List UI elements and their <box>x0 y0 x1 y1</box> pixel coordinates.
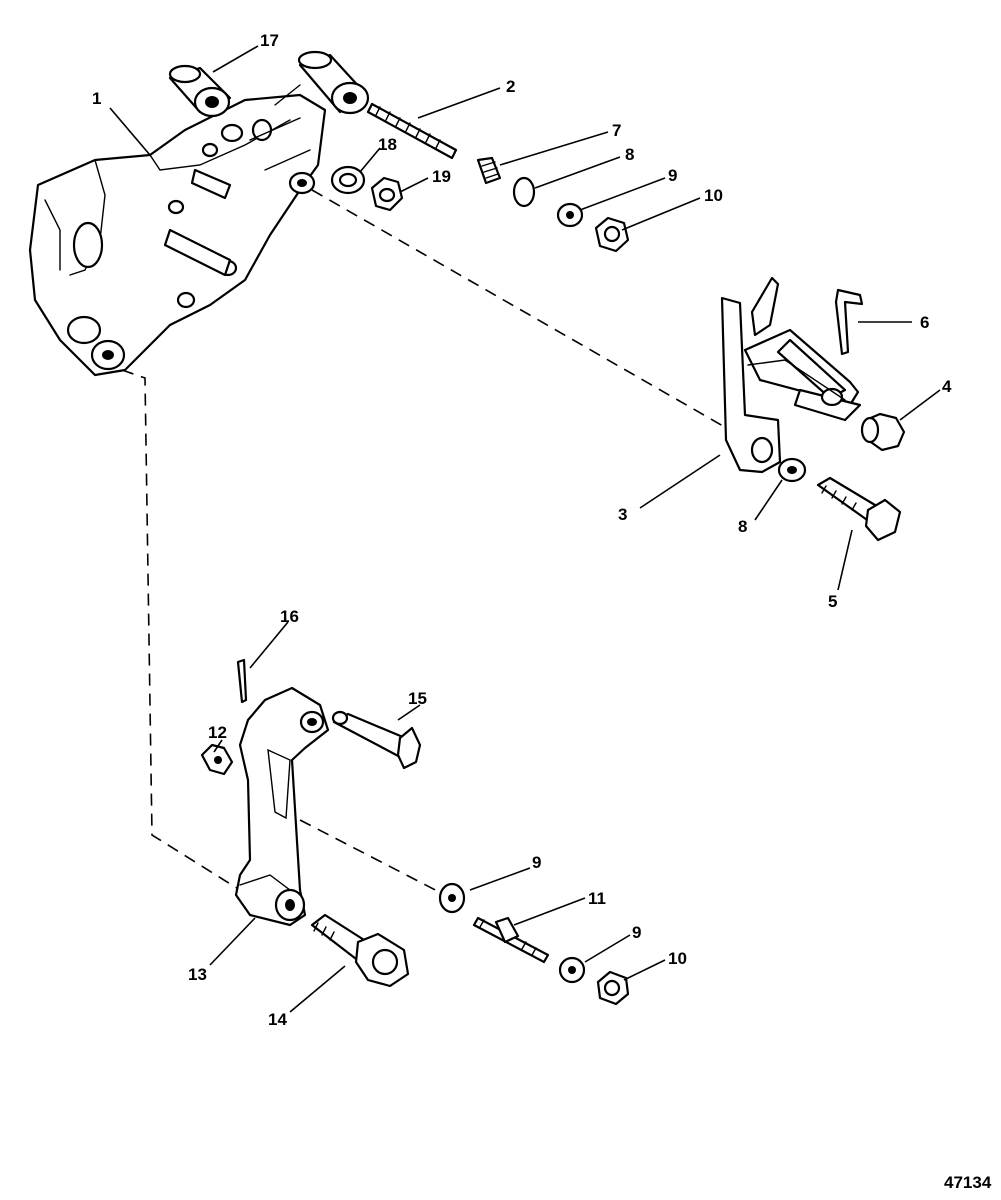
callout-8-upper: 8 <box>625 145 634 164</box>
part-8-washer-upper <box>512 176 536 208</box>
callout-7: 7 <box>612 121 621 140</box>
part-9-lockwasher-upper <box>556 202 584 228</box>
callout-labels: 1 17 2 7 8 9 10 18 19 6 4 3 8 5 16 12 15… <box>92 31 952 1029</box>
part-3-shift-lever <box>720 276 862 474</box>
part-19-nut <box>370 176 404 212</box>
part-6-cotter-pin <box>834 288 864 356</box>
callout-6: 6 <box>920 313 929 332</box>
part-9-lockwasher-lower <box>558 956 586 984</box>
callout-1: 1 <box>92 89 101 108</box>
callout-15: 15 <box>408 689 427 708</box>
part-18-washer <box>330 165 366 195</box>
assembly-line-bracket-to-link <box>121 369 241 891</box>
callout-8-lower: 8 <box>738 517 747 536</box>
callout-5: 5 <box>828 592 837 611</box>
callout-12: 12 <box>208 723 227 742</box>
assembly-line-bracket-to-lever <box>311 189 731 431</box>
callout-11: 11 <box>588 889 606 908</box>
callout-19: 19 <box>432 167 451 186</box>
part-sleeve <box>297 50 370 115</box>
callout-4: 4 <box>942 377 952 396</box>
callout-17: 17 <box>260 31 279 50</box>
callout-3: 3 <box>618 505 627 524</box>
part-12-clip <box>200 743 234 776</box>
assembly-lines <box>121 189 731 896</box>
part-2-stud <box>366 102 458 160</box>
callout-10-lower: 10 <box>668 949 687 968</box>
part-7-spring <box>476 156 502 185</box>
part-4-knob <box>860 412 906 452</box>
part-11-stud <box>472 916 550 964</box>
part-5-bolt <box>816 476 902 542</box>
part-17-bushing <box>168 64 232 118</box>
part-8-washer-lower <box>777 457 807 483</box>
part-9-washer-middle <box>438 882 466 914</box>
part-10-nut-lower <box>596 970 630 1006</box>
diagram-reference-number: 47134 <box>944 1173 992 1192</box>
part-10-nut-upper <box>594 216 630 253</box>
part-1-mounting-bracket <box>28 84 327 377</box>
part-13-link-arm <box>234 686 330 927</box>
callout-10-upper: 10 <box>704 186 723 205</box>
callout-13: 13 <box>188 965 207 984</box>
assembly-line-link-to-washer <box>299 819 446 896</box>
leader-lines <box>109 45 941 1013</box>
callout-2: 2 <box>506 77 515 96</box>
part-14-shoulder-bolt <box>310 913 410 988</box>
callout-16: 16 <box>280 607 299 626</box>
part-16-cotter-pin <box>236 658 248 704</box>
callout-9-upper: 9 <box>668 166 677 185</box>
callout-14: 14 <box>268 1010 287 1029</box>
part-15-pin <box>331 710 422 770</box>
callout-9-middle: 9 <box>532 853 541 872</box>
callout-18: 18 <box>378 135 397 154</box>
callout-9-lower: 9 <box>632 923 641 942</box>
